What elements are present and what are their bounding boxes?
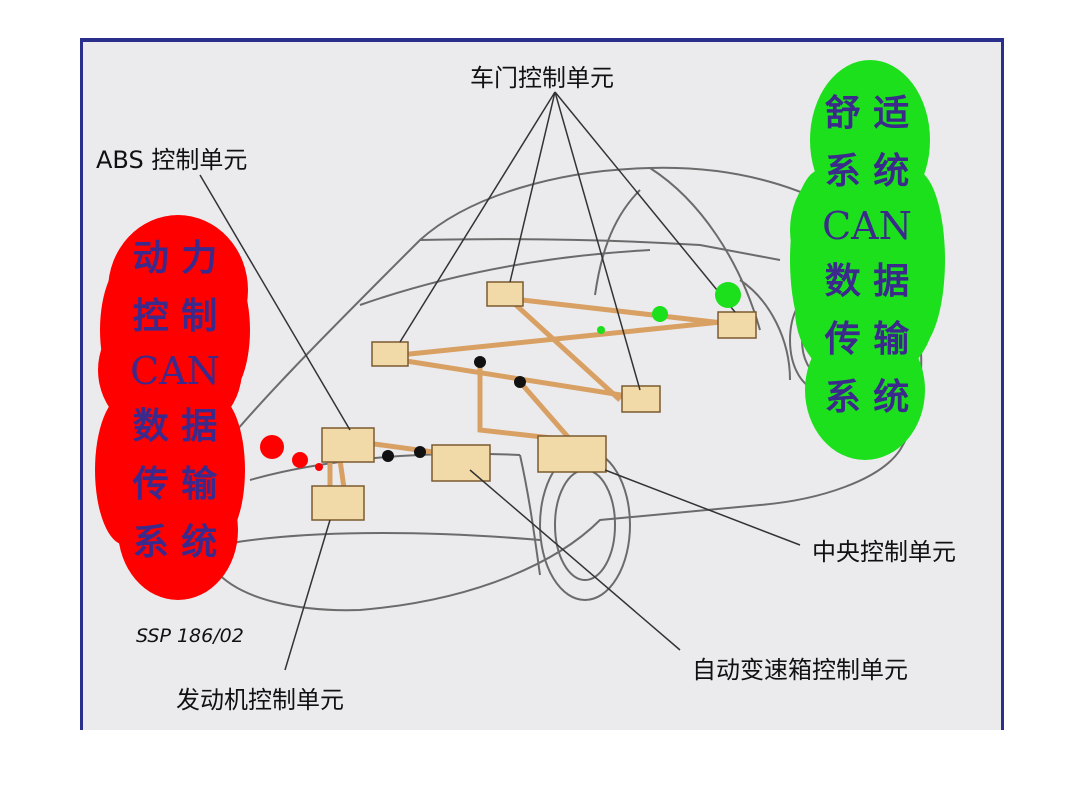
power-can-text: 动 力 控 制 CAN 数 据 传 输 系 统 [105, 240, 245, 560]
comfort-can-blob [790, 60, 945, 460]
label-engine-control-unit: 发动机控制单元 [176, 686, 344, 714]
module-door-rear [621, 385, 661, 413]
comfort-can-line: 数 据 [824, 260, 910, 302]
module-central [537, 435, 607, 473]
leader-lines [199, 91, 801, 671]
power-can-line: 传 输 [132, 463, 218, 505]
comfort-can-line: 系 统 [824, 376, 910, 418]
power-can-blob [95, 215, 250, 600]
label-door-control-unit: 车门控制单元 [470, 64, 614, 92]
ssp-reference: SSP 186/02 [136, 625, 244, 647]
harness-junctions [382, 356, 526, 462]
power-bubbles [260, 435, 323, 471]
module-abs [321, 427, 375, 463]
comfort-can-line: 传 输 [824, 318, 910, 360]
module-door-front [486, 281, 524, 307]
comfort-can-line: 系 统 [824, 150, 910, 192]
power-can-line: CAN [130, 349, 220, 393]
comfort-bubbles [597, 282, 741, 334]
control-modules [311, 281, 757, 521]
power-can-line: 系 统 [132, 521, 218, 563]
label-abs-control-unit: ABS 控制单元 [96, 146, 248, 174]
comfort-can-line: CAN [822, 204, 912, 248]
comfort-can-line: 舒 适 [824, 92, 910, 134]
comfort-can-text: 舒 适 系 统 CAN 数 据 传 输 系 统 [797, 95, 937, 415]
power-can-line: 数 据 [132, 405, 218, 447]
module-engine [311, 485, 365, 521]
module-door-right [717, 311, 757, 339]
label-central-control-unit: 中央控制单元 [812, 538, 956, 566]
label-transmission-control-unit: 自动变速箱控制单元 [692, 656, 908, 684]
power-can-line: 控 制 [132, 295, 218, 337]
wiring-harness [327, 293, 741, 500]
module-door-left [371, 341, 409, 367]
module-transmission [431, 444, 491, 482]
power-can-line: 动 力 [132, 237, 218, 279]
